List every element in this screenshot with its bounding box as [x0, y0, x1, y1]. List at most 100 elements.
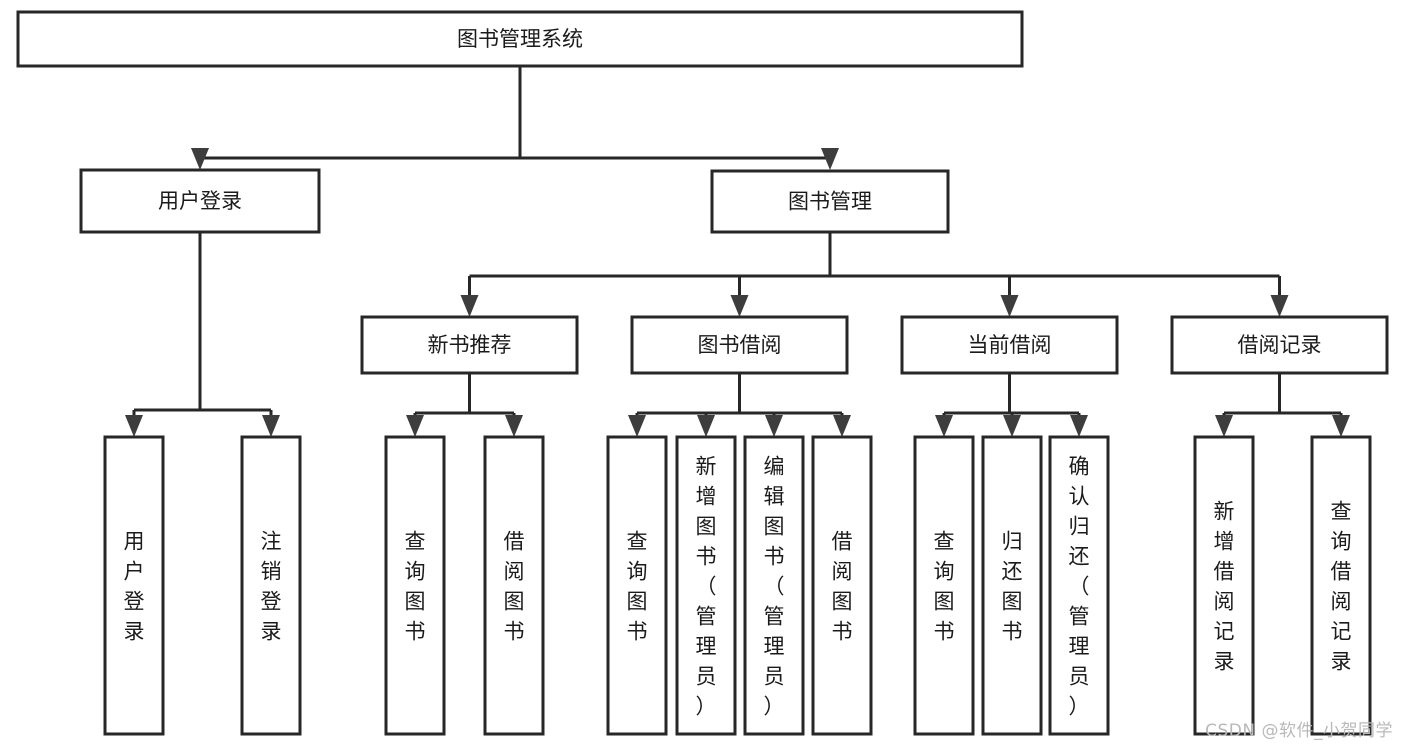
node-label-add-borrow-record: 阅 — [1214, 590, 1235, 614]
arrow-head-icon — [1215, 415, 1233, 437]
node-label-add-book-admin: （ — [696, 575, 717, 599]
node-label-book-borrow: 图书借阅 — [698, 333, 782, 357]
node-label-query-book-1: 查 — [405, 530, 426, 554]
node-label-borrow-book-1: 阅 — [504, 560, 525, 584]
node-label-confirm-return-admin: 管 — [1069, 605, 1090, 629]
node-label-confirm-return-admin: 确 — [1069, 455, 1090, 479]
arrow-head-icon — [125, 415, 143, 437]
node-label-borrow-book-2: 阅 — [832, 560, 853, 584]
node-label-edit-book-admin: 书 — [764, 545, 785, 569]
node-label-confirm-return-admin: （ — [1069, 575, 1090, 599]
node-label-edit-book-admin: （ — [764, 575, 785, 599]
node-label-new-book-recommend: 新书推荐 — [428, 333, 512, 357]
node-book-manage[interactable]: 图书管理 — [710, 169, 950, 234]
arrow-head-icon — [406, 415, 424, 437]
node-book-borrow[interactable]: 图书借阅 — [630, 315, 849, 375]
node-user-login[interactable]: 用户登录 — [79, 168, 321, 234]
arrow-head-icon — [191, 148, 209, 170]
node-label-query-book-3: 查 — [934, 530, 955, 554]
node-label-user-logout: 录 — [261, 620, 282, 644]
arrow-head-icon — [262, 415, 280, 437]
node-box-query-book-1 — [384, 435, 446, 736]
node-label-query-book-2: 询 — [627, 560, 648, 584]
node-label-root: 图书管理系统 — [457, 27, 583, 51]
node-label-add-book-admin: 员 — [696, 665, 717, 689]
arrow-head-icon — [697, 415, 715, 437]
node-label-add-borrow-record: 增 — [1214, 530, 1235, 554]
node-box-query-book-2 — [606, 435, 668, 736]
node-label-edit-book-admin: 员 — [764, 665, 785, 689]
node-label-current-borrow: 当前借阅 — [968, 333, 1052, 357]
node-label-query-book-2: 图 — [627, 590, 648, 614]
arrow-head-icon — [628, 415, 646, 437]
arrow-head-icon — [935, 415, 953, 437]
node-label-add-book-admin: ） — [696, 695, 717, 719]
node-box-confirm-return-admin — [1048, 435, 1110, 736]
node-label-confirm-return-admin: ） — [1069, 695, 1090, 719]
node-current-borrow[interactable]: 当前借阅 — [900, 315, 1119, 375]
arrow-head-icon — [1070, 415, 1088, 437]
node-label-edit-book-admin: 编 — [764, 455, 785, 479]
node-new-book-recommend[interactable]: 新书推荐 — [360, 315, 579, 375]
node-label-borrow-book-1: 借 — [504, 530, 525, 554]
node-label-borrow-book-1: 图 — [504, 590, 525, 614]
node-label-query-book-3: 图 — [934, 590, 955, 614]
node-label-user-logout: 销 — [261, 560, 282, 584]
node-user-login-do[interactable]: 用户登录 — [103, 435, 165, 736]
node-label-return-book: 图 — [1002, 590, 1023, 614]
node-label-add-book-admin: 管 — [696, 605, 717, 629]
node-label-borrow-book-2: 书 — [832, 620, 853, 644]
node-label-query-borrow-record: 查 — [1331, 500, 1352, 524]
node-box-new-book-recommend — [360, 315, 579, 375]
node-label-add-book-admin: 理 — [696, 635, 717, 659]
node-label-user-login: 用户登录 — [158, 189, 242, 213]
node-box-add-book-admin — [675, 435, 737, 736]
node-box-borrow-book-1 — [483, 435, 545, 736]
node-label-query-borrow-record: 录 — [1331, 650, 1352, 674]
arrow-head-icon — [1000, 295, 1019, 317]
node-label-user-logout: 注 — [261, 530, 282, 554]
node-label-borrow-book-2: 图 — [832, 590, 853, 614]
node-label-add-borrow-record: 录 — [1214, 650, 1235, 674]
node-label-add-book-admin: 增 — [696, 485, 717, 509]
node-label-user-logout: 登 — [261, 590, 282, 614]
node-label-confirm-return-admin: 归 — [1069, 515, 1090, 539]
node-label-borrow-book-2: 借 — [832, 530, 853, 554]
node-label-edit-book-admin: 图 — [764, 515, 785, 539]
node-label-borrow-book-1: 书 — [504, 620, 525, 644]
node-layer: 图书管理系统用户登录图书管理用户登录注销登录新书推荐查询图书借阅图书图书借阅查询… — [16, 10, 1389, 736]
node-label-add-borrow-record: 借 — [1214, 560, 1235, 584]
node-label-return-book: 书 — [1002, 620, 1023, 644]
node-box-book-manage — [710, 169, 950, 234]
node-label-confirm-return-admin: 理 — [1069, 635, 1090, 659]
node-box-edit-book-admin — [743, 435, 805, 736]
node-box-current-borrow — [900, 315, 1119, 375]
node-label-borrow-record: 借阅记录 — [1238, 333, 1322, 357]
node-label-query-borrow-record: 询 — [1331, 530, 1352, 554]
node-borrow-record[interactable]: 借阅记录 — [1170, 315, 1389, 375]
node-label-query-book-1: 书 — [405, 620, 426, 644]
node-box-user-login — [79, 168, 321, 234]
node-root[interactable]: 图书管理系统 — [16, 10, 1024, 68]
node-label-confirm-return-admin: 还 — [1069, 545, 1090, 569]
node-label-return-book: 还 — [1002, 560, 1023, 584]
node-box-add-borrow-record — [1193, 435, 1255, 736]
node-label-edit-book-admin: ） — [764, 695, 785, 719]
arrow-head-icon — [1332, 415, 1350, 437]
node-label-confirm-return-admin: 认 — [1069, 485, 1090, 509]
arrow-head-icon — [765, 415, 783, 437]
